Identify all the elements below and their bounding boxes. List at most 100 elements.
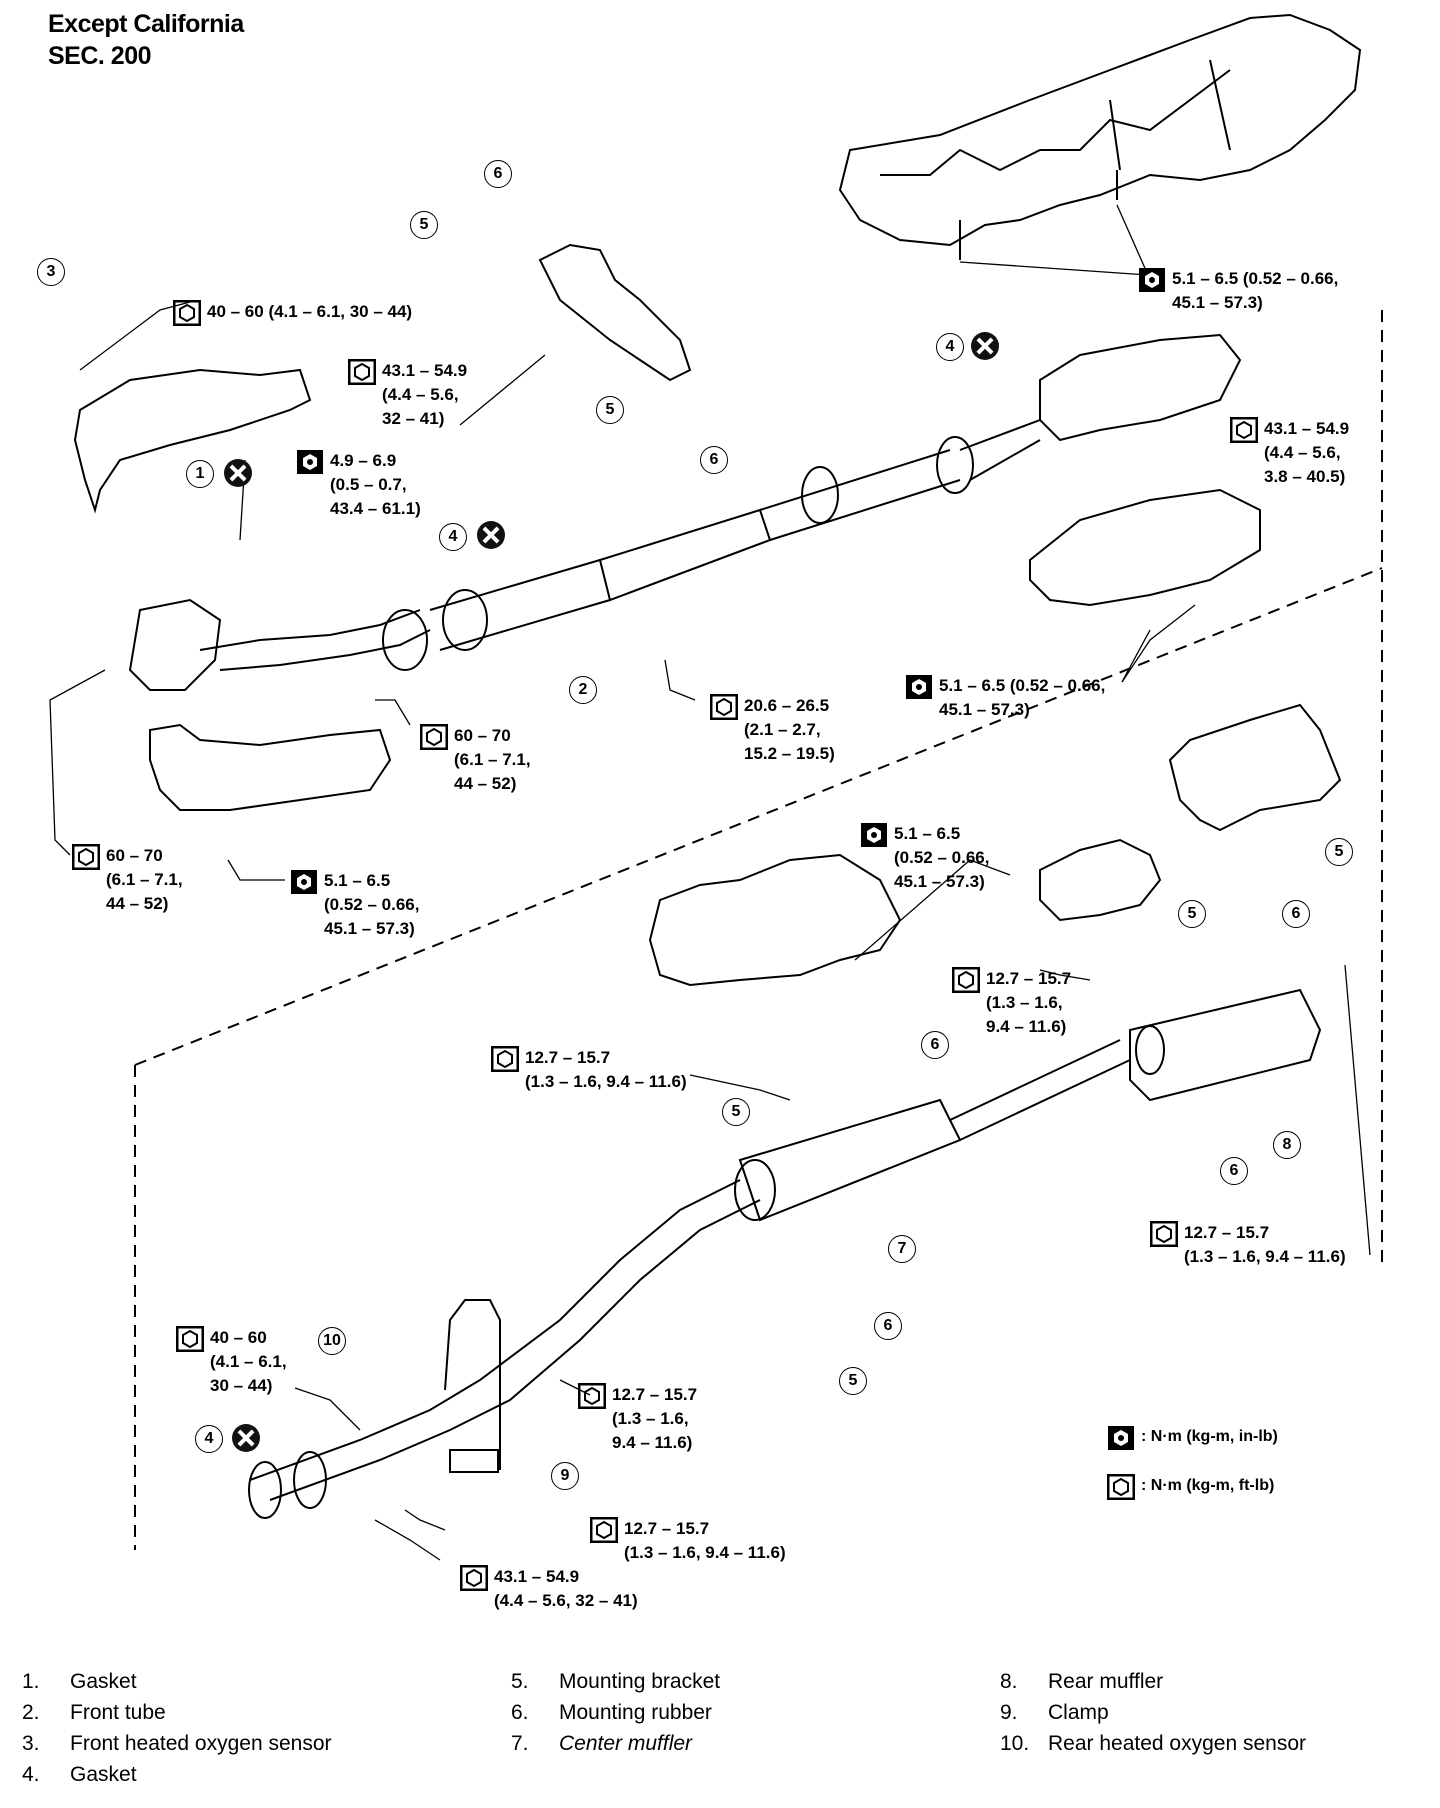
legend-item: 7.Center muffler [511,1732,693,1755]
legend-item: 1.Gasket [22,1670,137,1693]
legend-item: 4.Gasket [22,1763,137,1786]
torque-spec-line: 5.1 – 6.5 (0.52 – 0.66, [1172,269,1339,288]
torque-ft-lb-icon [72,844,100,870]
legend-item: 3.Front heated oxygen sensor [22,1732,332,1755]
torque-spec-line: 9.4 – 11.6) [986,1017,1067,1036]
torque-in-lb-icon [297,450,323,474]
callout: 4 [439,523,467,551]
torque-ft-lb-icon [710,694,738,720]
torque-spec-line: 12.7 – 15.7 [624,1519,710,1538]
torque-spec-line: 40 – 60 [210,1328,267,1347]
torque-ft-lb-icon [1150,1221,1178,1247]
torque-ft-lb-icon [173,300,201,326]
torque-spec-line: 60 – 70 [106,846,163,865]
torque-spec-line: 45.1 – 57.3) [894,872,985,891]
torque-spec-line: 45.1 – 57.3) [939,700,1030,719]
torque-spec-line: 40 – 60 (4.1 – 6.1, 30 – 44) [207,302,413,321]
do-not-reuse-icon [971,332,999,360]
torque-spec-line: (4.1 – 6.1, [210,1352,287,1371]
callout: 5 [410,211,438,239]
callout: 4 [936,333,964,361]
callout: 3 [37,258,65,286]
torque-spec-line: 45.1 – 57.3) [1172,293,1263,312]
callout: 2 [569,676,597,704]
callout: 5 [1325,838,1353,866]
do-not-reuse-icon [232,1424,260,1452]
torque-spec-line: (1.3 – 1.6, 9.4 – 11.6) [1184,1247,1346,1266]
torque-spec-line: (1.3 – 1.6, [612,1409,689,1428]
callout: 8 [1273,1131,1301,1159]
torque-spec-line: 60 – 70 [454,726,511,745]
torque-spec-line: (0.5 – 0.7, [330,475,407,494]
legend-item: 5.Mounting bracket [511,1670,721,1693]
header-title: Except California [48,10,244,38]
torque-spec-line: (0.52 – 0.66, [894,848,990,867]
torque-spec-line: 4.9 – 6.9 [330,451,397,470]
torque-spec-line: (6.1 – 7.1, [454,750,531,769]
torque-ft-lb-icon [420,724,448,750]
callout: 4 [195,1425,223,1453]
torque-ft-lb-icon [952,967,980,993]
torque-spec-line: 5.1 – 6.5 (0.52 – 0.66, [939,676,1106,695]
torque-spec-line: 43.4 – 61.1) [330,499,421,518]
callout: 9 [551,1462,579,1490]
header-section: SEC. 200 [48,42,152,70]
legend-item: 10.Rear heated oxygen sensor [1000,1732,1306,1755]
torque-spec-line: (1.3 – 1.6, 9.4 – 11.6) [525,1072,687,1091]
legend-item: 8.Rear muffler [1000,1670,1164,1693]
torque-spec-line: (2.1 – 2.7, [744,720,821,739]
torque-in-lb-icon [1108,1426,1134,1450]
do-not-reuse-icon [477,521,505,549]
torque-ft-lb-icon [578,1383,606,1409]
torque-spec-line: 5.1 – 6.5 [324,871,391,890]
torque-ft-lb-icon [176,1326,204,1352]
key-ftlb-text: : N·m (kg-m, ft-lb) [1141,1477,1275,1494]
torque-ft-lb-icon [460,1565,488,1591]
torque-spec-line: 15.2 – 19.5) [744,744,835,763]
callout: 6 [921,1031,949,1059]
torque-spec-line: 44 – 52) [454,774,517,793]
torque-spec-line: 9.4 – 11.6) [612,1433,693,1452]
torque-ft-lb-icon [1230,417,1258,443]
callout: 10 [318,1327,346,1355]
torque-spec-line: 43.1 – 54.9 [382,361,468,380]
legend-item: 6.Mounting rubber [511,1701,712,1724]
torque-spec-line: (4.4 – 5.6, [1264,443,1341,462]
torque-spec-line: (4.4 – 5.6, [382,385,459,404]
torque-spec-line: 5.1 – 6.5 [894,824,961,843]
legend-item: 9.Clamp [1000,1701,1109,1724]
callout: 6 [1220,1157,1248,1185]
torque-spec-line: 45.1 – 57.3) [324,919,415,938]
torque-spec-line: 32 – 41) [382,409,445,428]
torque-spec-line: (1.3 – 1.6, 9.4 – 11.6) [624,1543,786,1562]
torque-ft-lb-icon [348,359,376,385]
torque-ft-lb-icon [491,1046,519,1072]
torque-spec-line: (4.4 – 5.6, 32 – 41) [494,1591,638,1610]
callout: 6 [1282,900,1310,928]
do-not-reuse-icon [224,459,252,487]
torque-spec-line: (1.3 – 1.6, [986,993,1063,1012]
callout: 7 [888,1235,916,1263]
key-inlb-text: : N·m (kg-m, in-lb) [1141,1428,1278,1445]
torque-in-lb-icon [291,870,317,894]
torque-spec-line: 12.7 – 15.7 [525,1048,611,1067]
torque-spec-line: (0.52 – 0.66, [324,895,420,914]
callout: 5 [839,1367,867,1395]
torque-spec-line: 12.7 – 15.7 [1184,1223,1270,1242]
torque-spec-line: 30 – 44) [210,1376,273,1395]
callout: 1 [186,460,214,488]
legend-item: 2.Front tube [22,1701,166,1724]
torque-spec-line: 44 – 52) [106,894,169,913]
torque-in-lb-icon [861,823,887,847]
torque-spec-line: 43.1 – 54.9 [494,1567,580,1586]
torque-in-lb-icon [1139,268,1165,292]
torque-in-lb-icon [906,675,932,699]
callout: 5 [722,1098,750,1126]
torque-spec-line: (6.1 – 7.1, [106,870,183,889]
torque-spec-line: 3.8 – 40.5) [1264,467,1346,486]
callout: 6 [484,160,512,188]
callout: 6 [874,1312,902,1340]
torque-spec-line: 12.7 – 15.7 [612,1385,698,1404]
callout: 5 [1178,900,1206,928]
